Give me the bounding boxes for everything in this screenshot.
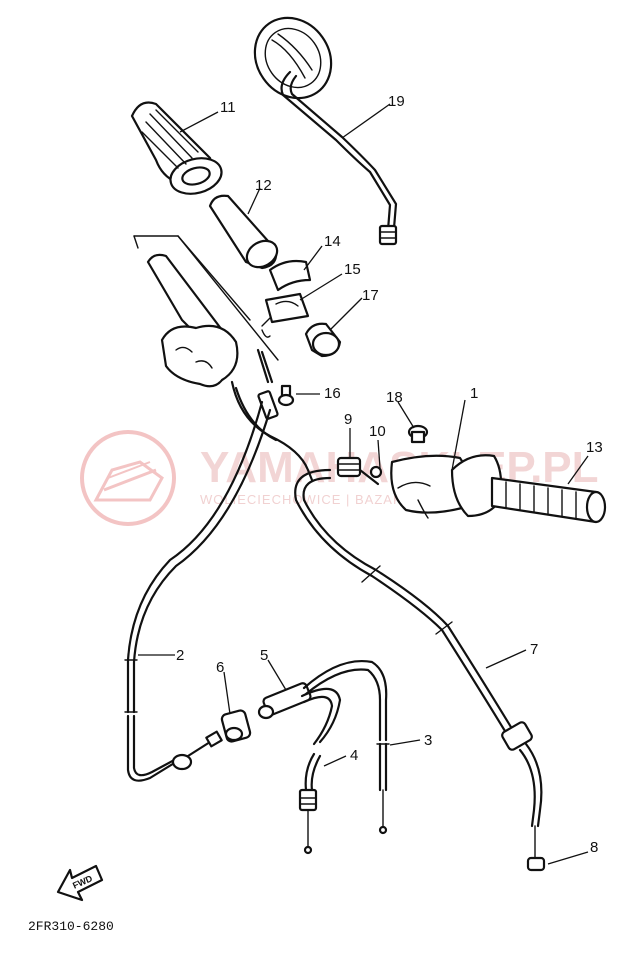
callout-11: 11	[220, 99, 236, 116]
part-right-grip	[490, 476, 607, 524]
callout-13: 13	[586, 439, 603, 456]
callout-7: 7	[530, 641, 538, 658]
watermark-logo-icon	[80, 430, 176, 526]
callout-1: 1	[470, 385, 478, 402]
callout-5: 5	[260, 647, 268, 664]
part-left-grip	[130, 101, 223, 195]
part-lever-adjuster	[336, 456, 383, 486]
callout-9: 9	[344, 411, 352, 428]
part-right-switch-housing	[390, 454, 503, 519]
part-clutch-cable	[124, 380, 314, 782]
part-screw	[277, 384, 295, 407]
callout-15: 15	[344, 261, 361, 278]
part-switch-housing-lower	[261, 292, 310, 338]
part-throttle-cable-junction	[257, 660, 388, 746]
diagram-code: 2FR310-6280	[28, 919, 114, 934]
callout-18: 18	[386, 389, 403, 406]
callout-10: 10	[369, 423, 386, 440]
callout-12: 12	[255, 177, 272, 194]
part-cap	[407, 424, 429, 444]
callout-14: 14	[324, 233, 341, 250]
callout-17: 17	[362, 287, 379, 304]
callout-2: 2	[176, 647, 184, 664]
callout-labels: 1 2 3 4 5 6 7 8 9 10 11 12 13 14 15 16 1…	[176, 93, 603, 856]
callout-8: 8	[590, 839, 598, 856]
callout-19: 19	[388, 93, 405, 110]
part-left-switch-assembly	[133, 235, 279, 420]
part-cable-7	[294, 468, 543, 859]
callout-6: 6	[216, 659, 224, 676]
part-collar	[304, 322, 342, 358]
callout-4: 4	[350, 747, 358, 764]
part-throttle-cable-4	[298, 752, 322, 855]
watermark-subtext: WOLIECIECHOWICE | BAZAR YE	[200, 492, 427, 507]
callout-16: 16	[324, 385, 341, 402]
leader-lines	[138, 103, 589, 865]
part-cable-end	[526, 856, 546, 872]
fwd-arrow-icon: FWD	[56, 864, 104, 902]
part-cable-guide	[268, 259, 312, 292]
part-throttle-cable-3	[376, 742, 390, 835]
part-throttle-tube	[208, 194, 279, 270]
callout-3: 3	[424, 732, 432, 749]
part-adjuster	[220, 709, 252, 743]
part-mirror	[253, 16, 398, 246]
